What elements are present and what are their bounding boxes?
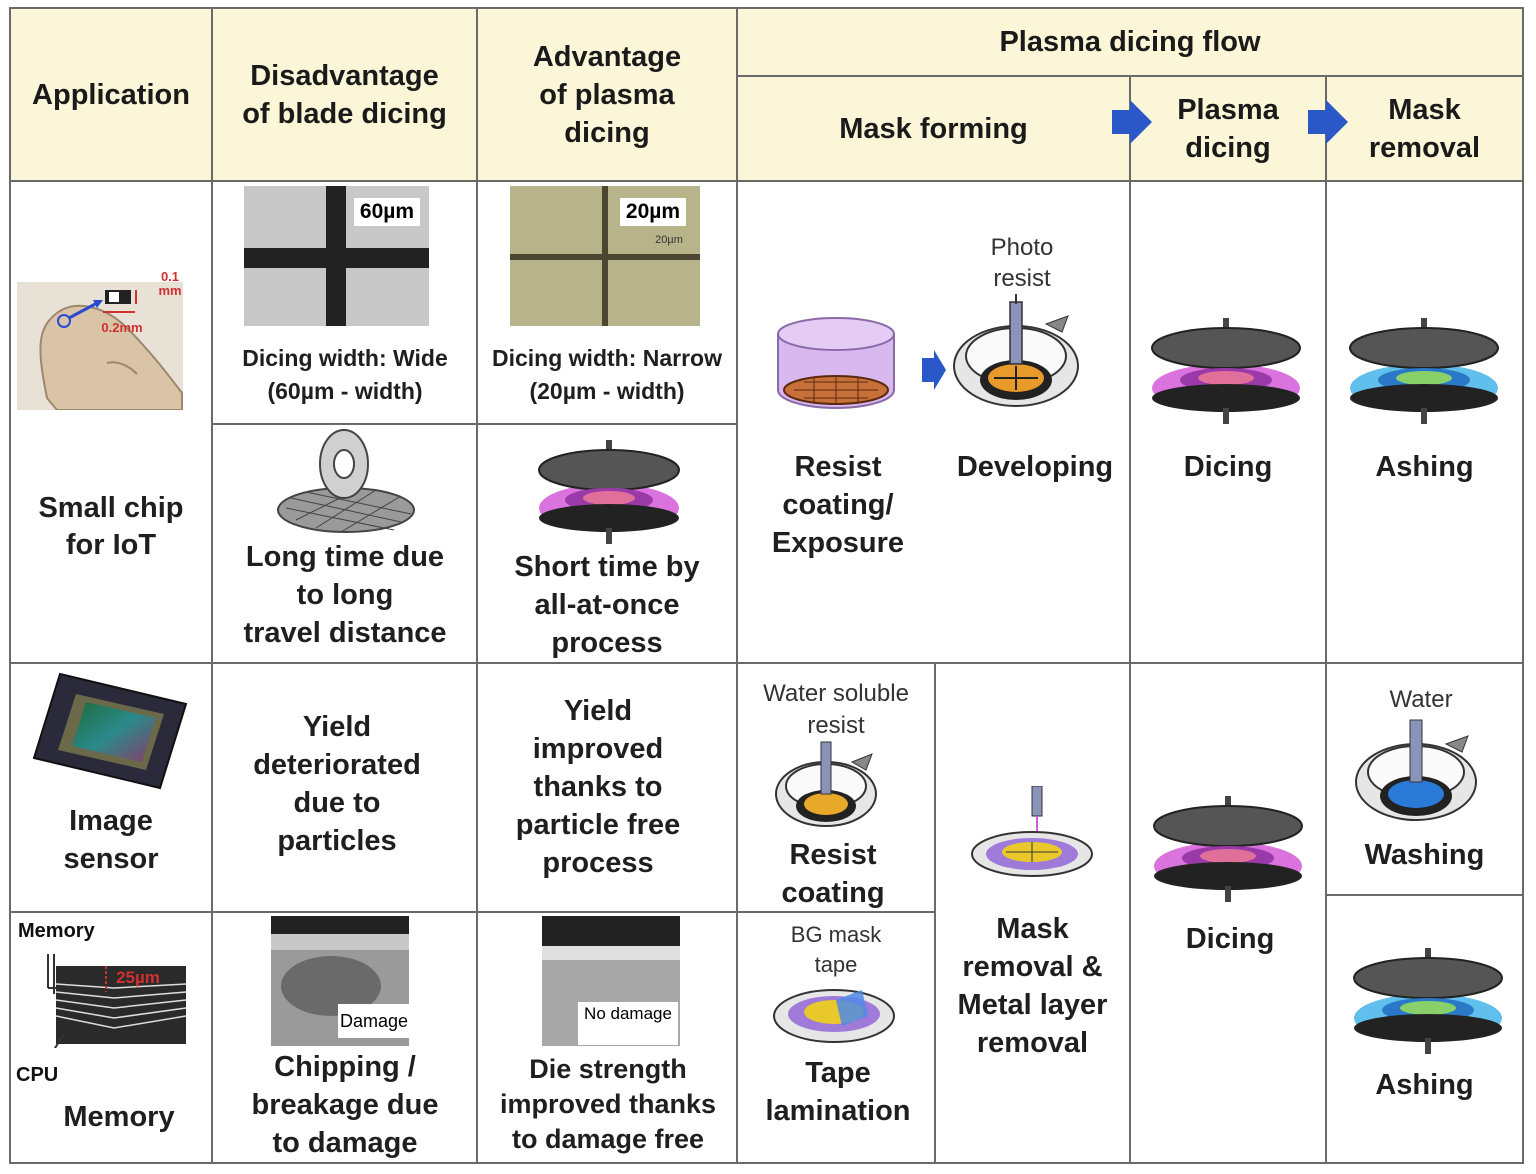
plasma-short-time-text: Short time by all-at-once process — [514, 551, 700, 659]
developing-illustration — [953, 294, 1079, 407]
image-sensor-photo — [32, 672, 188, 790]
header-plasma-dicing: Plasma dicing — [1177, 93, 1279, 164]
header-mask-removal: Mask removal — [1368, 93, 1481, 164]
step-developing: Developing — [956, 451, 1114, 483]
blade-chipping-text: Chipping / breakage due to damage — [251, 1051, 439, 1159]
application-small-chip-iot: Small chip for IoT — [38, 492, 184, 561]
memory-thickness-label: 25µm — [116, 968, 160, 987]
step-resist-coating-sensor: Resist coating — [781, 839, 885, 909]
step-ashing-iot: Ashing — [1375, 451, 1474, 483]
plasma-width-badge: 20µm — [620, 198, 686, 226]
arrow-right-icon — [922, 350, 946, 390]
step-washing: Washing — [1364, 839, 1485, 871]
memory-stack-photo — [47, 954, 187, 1048]
flow-arrow-icon — [1112, 100, 1152, 144]
chip-size-label: 0.1 mm — [158, 269, 182, 298]
step-dicing-iot: Dicing — [1183, 451, 1273, 483]
header-application: Application — [32, 78, 190, 111]
plasma-width-caption: Dicing width: Narrow (20µm - width) — [492, 345, 722, 404]
step-resist-coating-exposure: Resist coating/ Exposure — [771, 451, 905, 559]
water-soluble-resist-label: Water soluble resist — [763, 680, 909, 739]
ashing-chamber-illustration — [1349, 318, 1499, 424]
step-tape-lamination: Tape lamination — [765, 1057, 911, 1127]
flow-arrow-icon — [1308, 100, 1348, 144]
resist-coating-illustration — [777, 317, 895, 409]
plasma-die-strength-text: Die strength improved thanks to damage f… — [499, 1054, 717, 1154]
cpu-label: CPU — [16, 1064, 59, 1086]
no-damage-badge: No damage — [578, 1002, 678, 1045]
dicing-blade-illustration — [277, 429, 415, 533]
step-ashing-memory: Ashing — [1375, 1069, 1474, 1101]
finger-chip-photo — [17, 282, 183, 410]
ashing-chamber-illustration-2 — [1353, 948, 1503, 1054]
plasma-width-small-label: 20µm — [655, 234, 683, 246]
header-row-background — [10, 8, 1523, 181]
application-memory: Memory — [63, 1101, 175, 1133]
mask-metal-removal-illustration — [971, 786, 1093, 877]
resist-coating-spin-illustration — [775, 741, 877, 827]
plasma-dicing-chamber-illustration — [1151, 318, 1301, 424]
water-label: Water — [1389, 686, 1453, 713]
step-mask-metal-removal: Mask removal & Metal layer removal — [957, 913, 1108, 1059]
application-image-sensor: Image sensor — [63, 805, 159, 875]
plasma-chamber-illustration — [538, 440, 680, 544]
blade-yield-deteriorated: Yield deteriorated due to particles — [253, 711, 421, 857]
damage-badge: Damage — [338, 1004, 410, 1038]
step-dicing-shared: Dicing — [1185, 923, 1275, 955]
bg-mask-tape-label: BG mask tape — [790, 922, 882, 977]
blade-width-caption: Dicing width: Wide (60µm - width) — [242, 345, 448, 404]
chip-length-label: 0.2mm — [101, 320, 143, 335]
blade-long-time-text: Long time due to long travel distance — [243, 541, 447, 649]
memory-diagram-label: Memory — [18, 920, 95, 942]
plasma-yield-improved: Yield improved thanks to particle free p… — [515, 695, 681, 879]
tape-lamination-illustration — [773, 989, 895, 1043]
header-advantage-plasma: Advantage of plasma dicing — [532, 40, 682, 149]
washing-illustration — [1355, 719, 1477, 821]
plasma-dicing-chamber-illustration-2 — [1153, 796, 1303, 902]
photo-resist-label: Photo resist — [990, 234, 1054, 292]
header-disadvantage-blade: Disadvantage of blade dicing — [242, 59, 447, 130]
blade-width-badge: 60µm — [354, 198, 420, 226]
header-mask-forming: Mask forming — [839, 112, 1028, 145]
header-plasma-dicing-flow: Plasma dicing flow — [999, 26, 1261, 58]
